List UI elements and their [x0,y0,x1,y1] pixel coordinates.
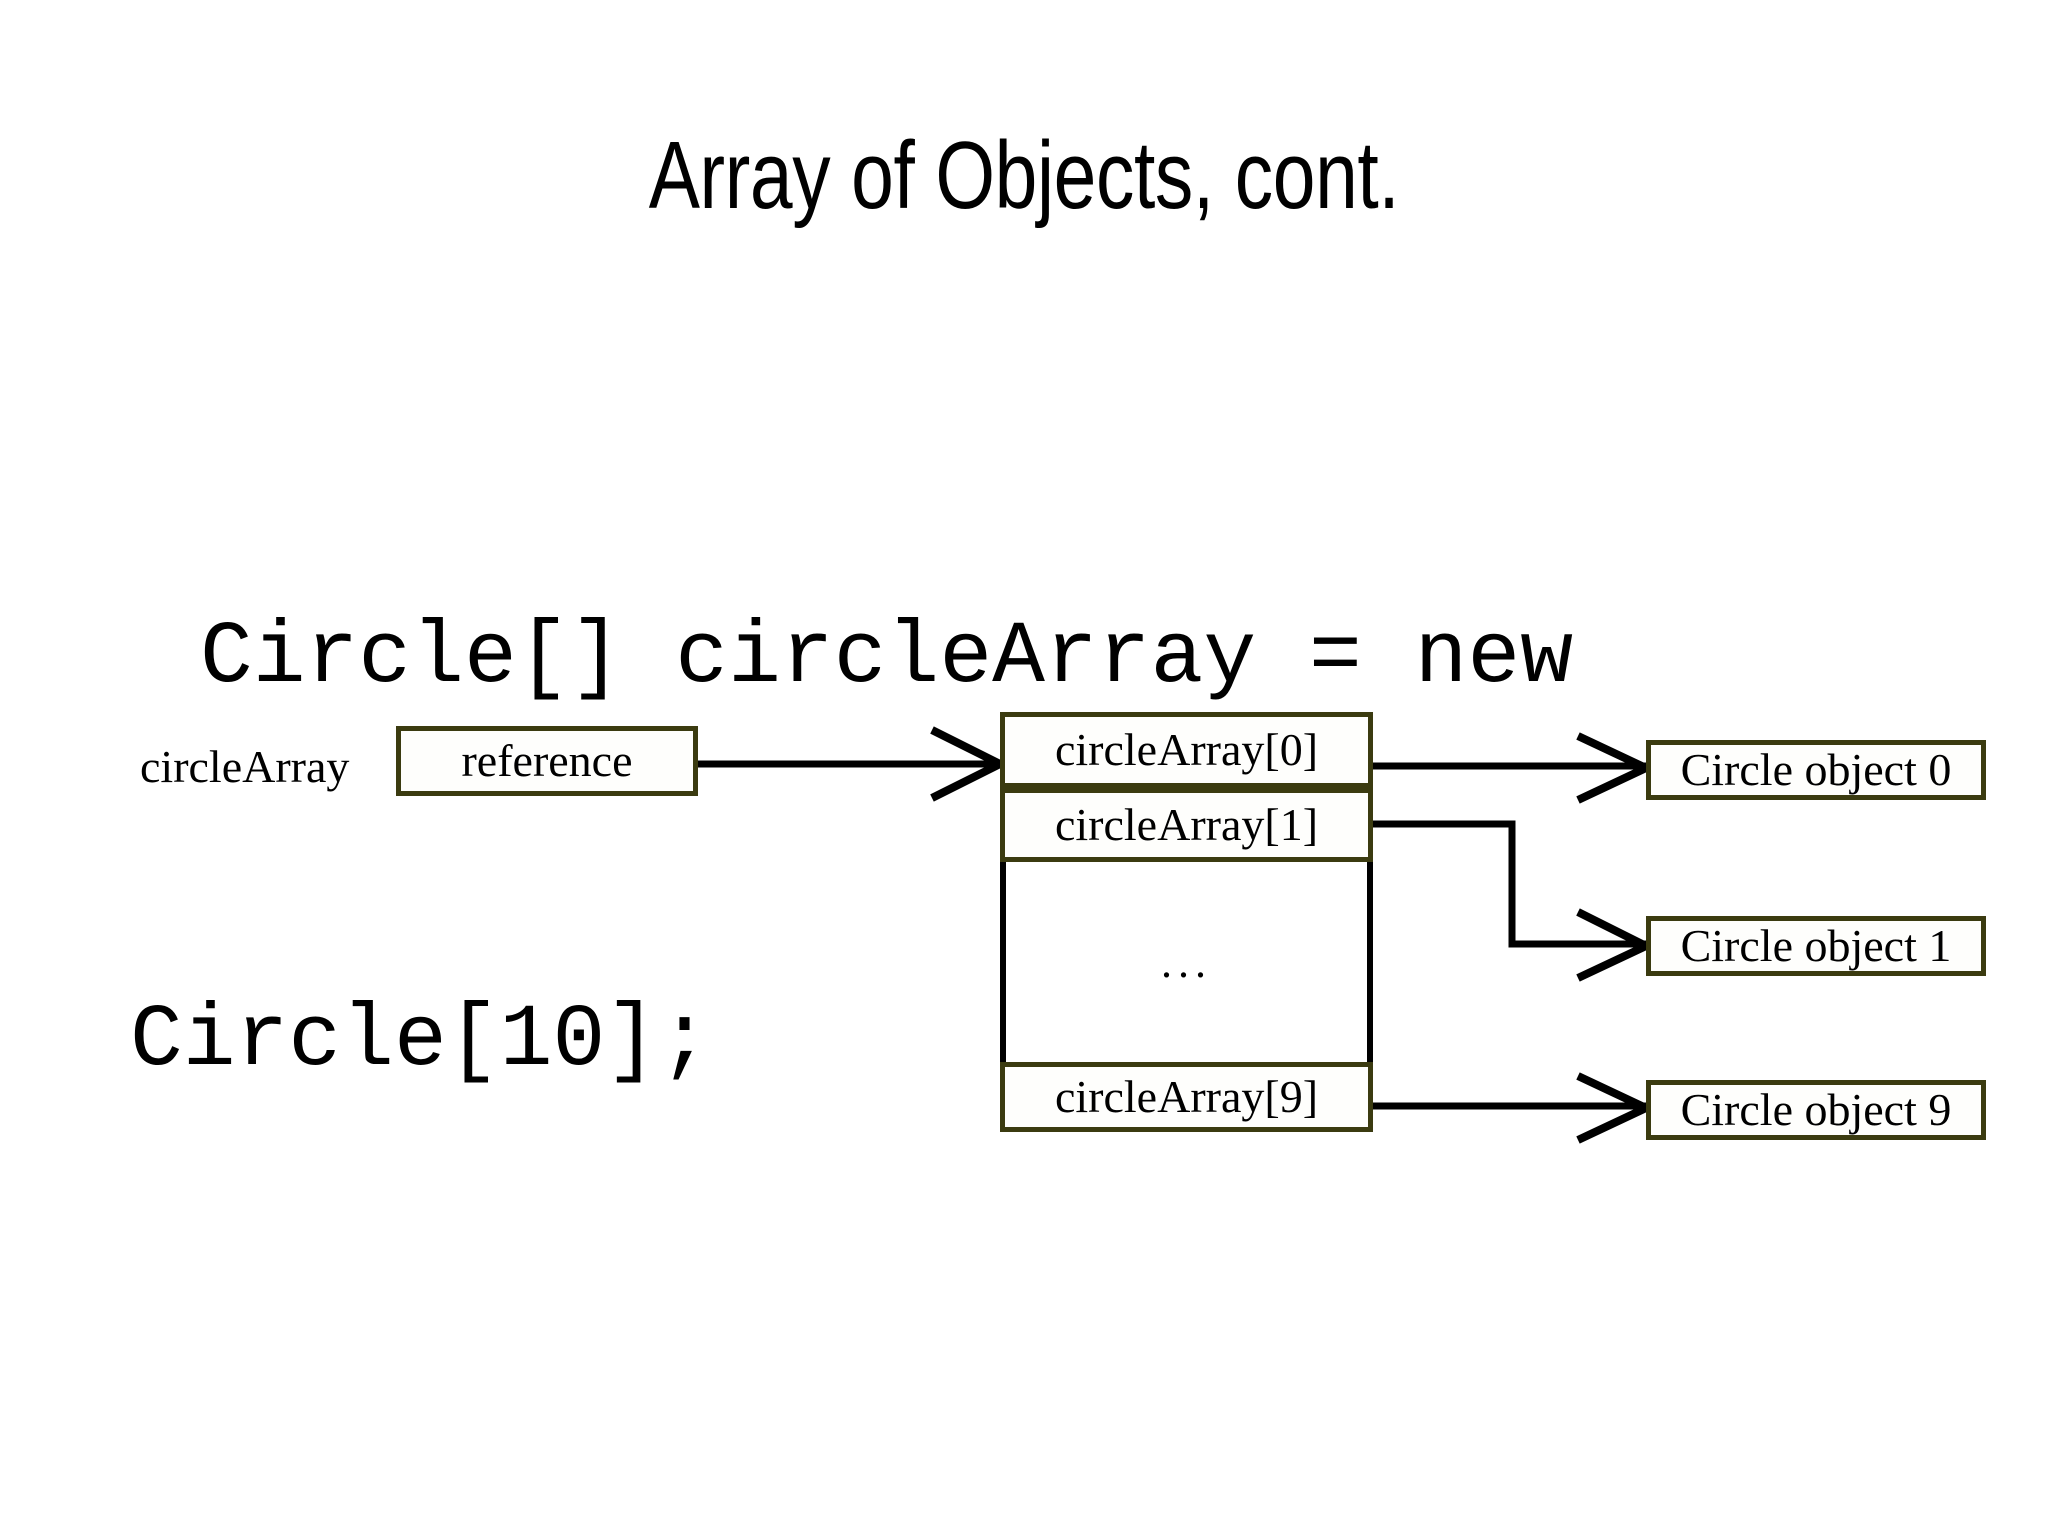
page-title: Array of Objects, cont. [648,122,1400,229]
connector-cell1-to-object1 [1345,820,1646,948]
array-cell-ellipsis: ... [1161,937,1212,987]
variable-name-label: circleArray [140,741,350,792]
array-cell-gap [1000,862,1373,1062]
circle-object-0-box: Circle object 0 [1646,740,1986,800]
circle-object-1-box: Circle object 1 [1646,916,1986,976]
code-snippet: Circle[] circleArray = new Circle[10]; [130,340,1980,1361]
code-line-1: Circle[] circleArray = new [200,609,1574,709]
code-line-2: Circle[10]; [130,991,711,1091]
circle-object-9-box: Circle object 9 [1646,1080,1986,1140]
array-cell-0: circleArray[0] [1000,712,1373,788]
reference-cell: reference [396,726,698,796]
array-cell-9: circleArray[9] [1000,1062,1373,1132]
array-cell-1: circleArray[1] [1000,788,1373,862]
